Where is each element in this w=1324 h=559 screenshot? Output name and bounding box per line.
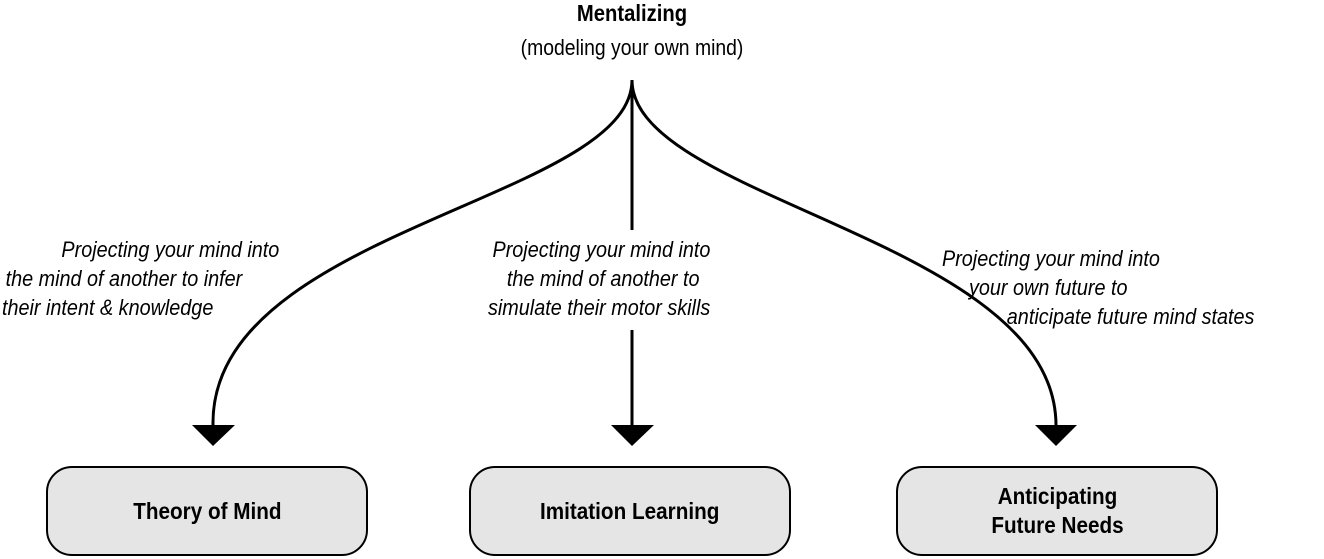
imitation-learning-box: Imitation Learning (469, 466, 791, 556)
arrow-right-curve (630, 79, 1058, 426)
description-line: anticipate future mind states (1006, 304, 1255, 329)
description-line: Projecting your mind into (61, 237, 280, 262)
root-title: Mentalizing (576, 0, 688, 26)
arrow-center-head (611, 425, 654, 446)
theory-of-mind-label: Theory of Mind (132, 497, 282, 524)
description-line: their intent & knowledge (2, 295, 214, 320)
description-line: Projecting your mind into (492, 237, 711, 262)
branch-description-imitation-learning: Projecting your mind into the mind of an… (488, 235, 710, 322)
description-line: simulate their motor skills (488, 295, 711, 320)
anticipating-future-needs-label: Anticipating Future Needs (990, 483, 1124, 538)
description-line: Projecting your mind into (942, 246, 1160, 271)
imitation-learning-label: Imitation Learning (540, 497, 720, 524)
description-line: the mind of another to infer (5, 266, 243, 291)
root-subtitle: (modeling your own mind) (520, 35, 744, 60)
anticipating-future-needs-box: Anticipating Future Needs (896, 466, 1218, 556)
arrow-right-head (1035, 425, 1077, 446)
branch-description-theory-of-mind: Projecting your mind into the mind of an… (2, 235, 279, 322)
arrow-left-head (192, 425, 235, 446)
theory-of-mind-box: Theory of Mind (46, 466, 368, 556)
description-line: your own future to (969, 275, 1128, 300)
arrow-left-curve (211, 79, 634, 426)
branch-description-anticipating-future-needs: Projecting your mind into your own futur… (942, 244, 1254, 331)
description-line: the mind of another to (506, 266, 700, 291)
